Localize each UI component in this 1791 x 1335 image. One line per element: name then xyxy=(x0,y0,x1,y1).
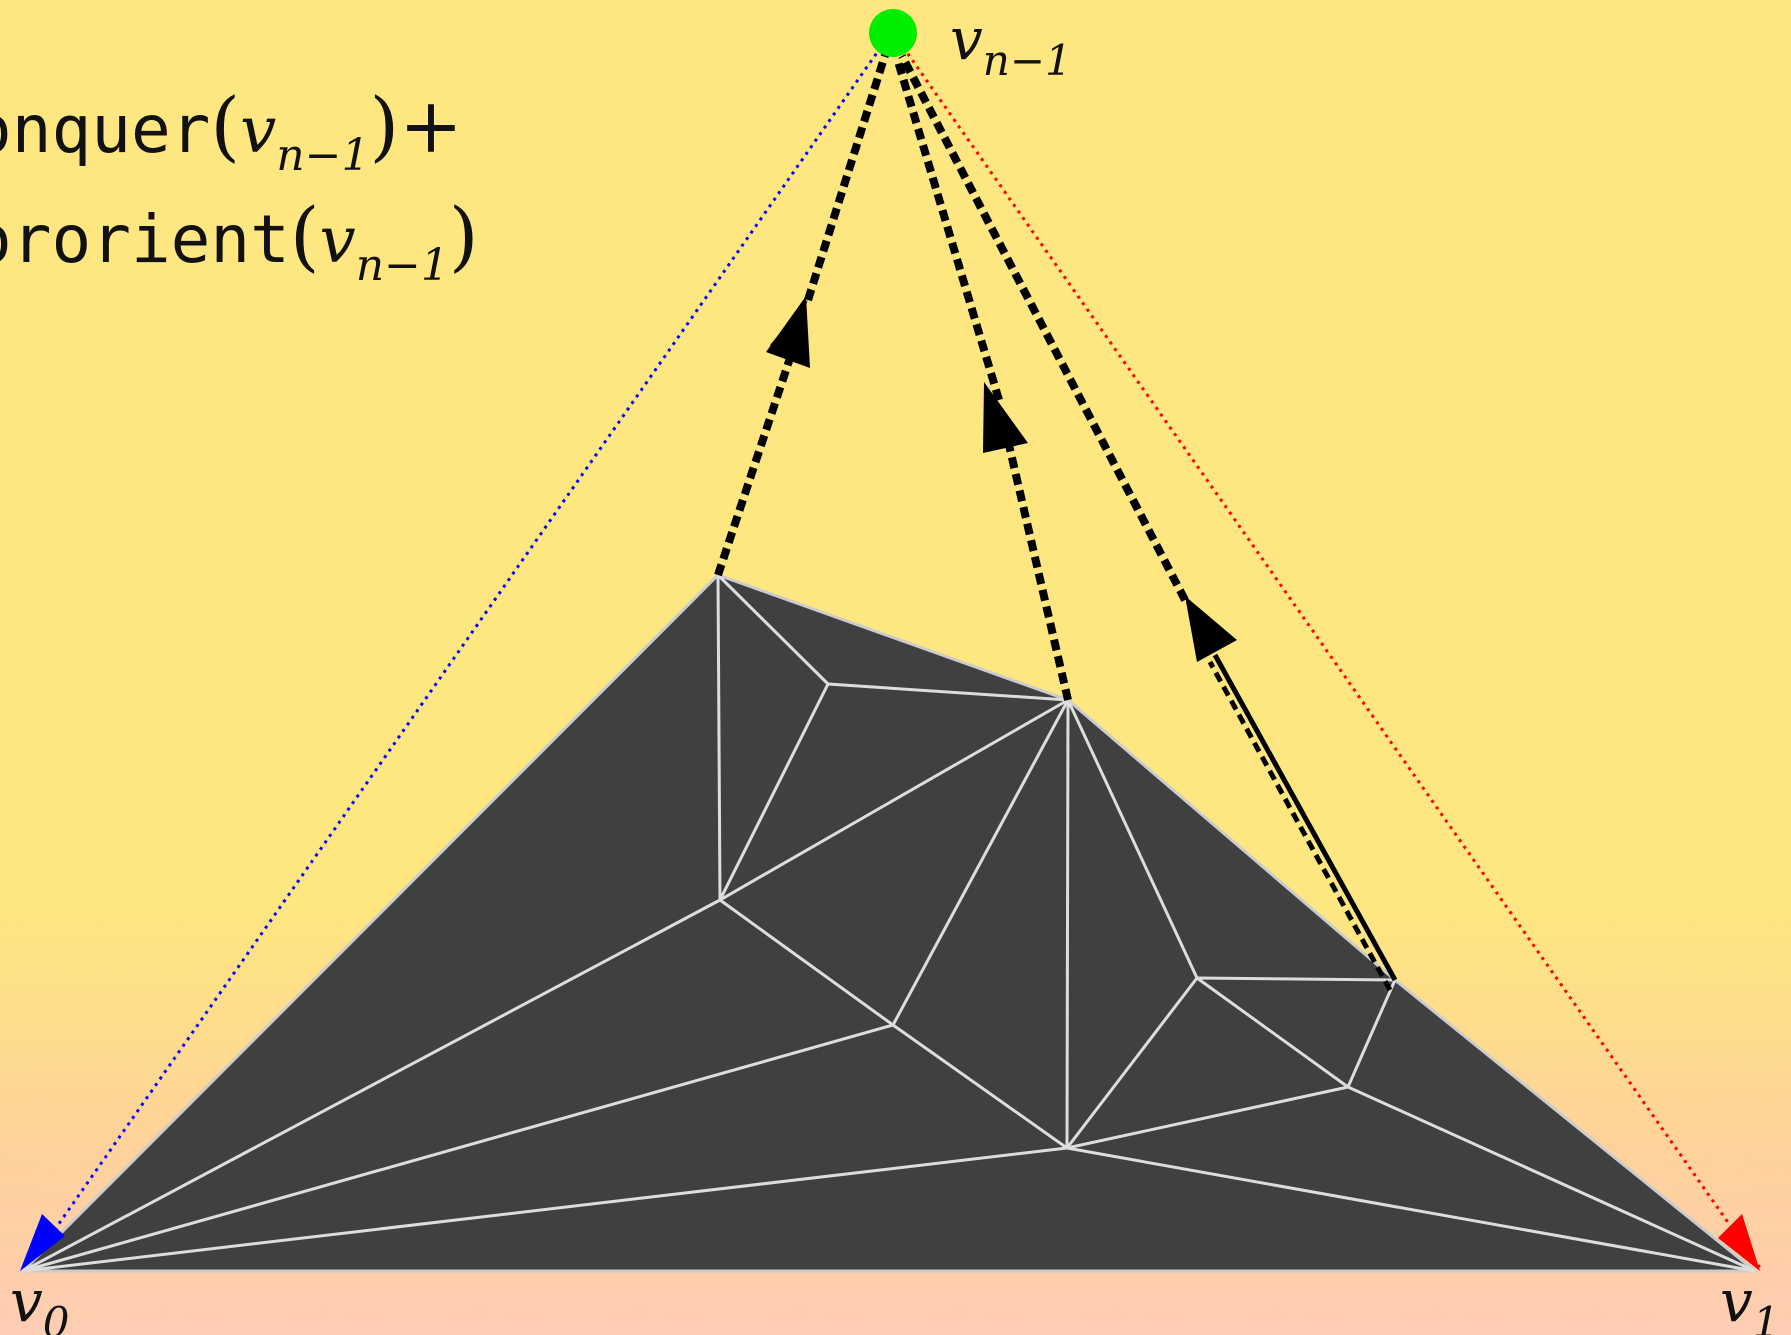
mesh-edge xyxy=(716,573,830,686)
vertex-subscript: 0 xyxy=(42,1298,70,1335)
mesh-edge xyxy=(1066,1085,1349,1150)
left-outer-edge xyxy=(26,33,892,1269)
arrow-3-head xyxy=(1185,596,1237,662)
mesh-edge xyxy=(891,699,1070,1026)
vertex-var: v xyxy=(1720,1267,1753,1335)
orient-arrows xyxy=(714,50,1398,992)
vertex-subscript: 1 xyxy=(1752,1298,1780,1335)
mesh-edge xyxy=(1065,977,1199,1149)
formula-func-name: onquer xyxy=(0,91,211,168)
mesh-edge xyxy=(22,1146,1068,1273)
formula-line-orient: ororient(vn−1) xyxy=(0,198,479,288)
arrow-1-head-fill xyxy=(766,296,810,368)
mesh-edge xyxy=(892,1023,1068,1150)
right-outer-edge xyxy=(892,33,1762,1269)
formula-variable: v xyxy=(319,204,356,278)
arrow-3-continue xyxy=(898,54,1189,602)
vertex-var: v xyxy=(10,1267,43,1335)
formula-subscript: n−1 xyxy=(276,130,370,181)
mesh-edge xyxy=(827,682,1069,702)
mesh-edge xyxy=(719,698,1069,902)
arrow-2-head xyxy=(983,382,1028,453)
top-vertex-marker xyxy=(869,9,917,57)
formula-func-name: ororient xyxy=(0,201,290,278)
vertex-subscript: n−1 xyxy=(982,36,1072,85)
mesh-edge xyxy=(1196,976,1396,982)
mesh-edge xyxy=(1065,699,1070,1149)
left-vertex-label: v0 xyxy=(10,1272,70,1335)
close-paren: ) xyxy=(369,81,400,170)
mesh-edge xyxy=(1066,1146,1756,1273)
open-paren: ( xyxy=(210,81,241,170)
left-vertex-marker xyxy=(20,1214,65,1271)
formula-variable: v xyxy=(240,94,277,168)
mesh-edge xyxy=(1346,979,1397,1088)
arrow-2-continue xyxy=(893,56,1003,402)
mesh-edge xyxy=(1196,976,1349,1089)
open-paren: ( xyxy=(289,191,320,280)
top-vertex-label: vn−1 xyxy=(950,10,1072,82)
arrow-1-shaft xyxy=(714,338,800,577)
arrow-3-shaft-dash xyxy=(1207,660,1393,992)
mesh-edge xyxy=(22,1023,894,1273)
formula-suffix: + xyxy=(399,81,463,170)
formula-line-conquer: onquer(vn−1)+ xyxy=(0,88,463,178)
close-paren: ) xyxy=(448,191,479,280)
mesh-edge xyxy=(1066,699,1199,979)
mesh-edge xyxy=(719,898,894,1027)
mesh-edge xyxy=(718,683,830,901)
mesh-edge xyxy=(716,574,722,901)
arrow-1-continue xyxy=(804,50,890,302)
mesh-edge xyxy=(1347,1085,1756,1273)
mesh-region xyxy=(19,573,1760,1273)
mesh-edge xyxy=(22,898,721,1273)
formula-subscript: n−1 xyxy=(355,240,449,291)
mesh-edges xyxy=(22,573,1756,1273)
vertex-var: v xyxy=(950,5,983,73)
right-vertex-label: v1 xyxy=(1720,1272,1780,1335)
arrow-3-shaft xyxy=(1212,653,1398,982)
arrow-2-shaft xyxy=(1005,444,1072,701)
right-vertex-marker xyxy=(1718,1214,1760,1271)
